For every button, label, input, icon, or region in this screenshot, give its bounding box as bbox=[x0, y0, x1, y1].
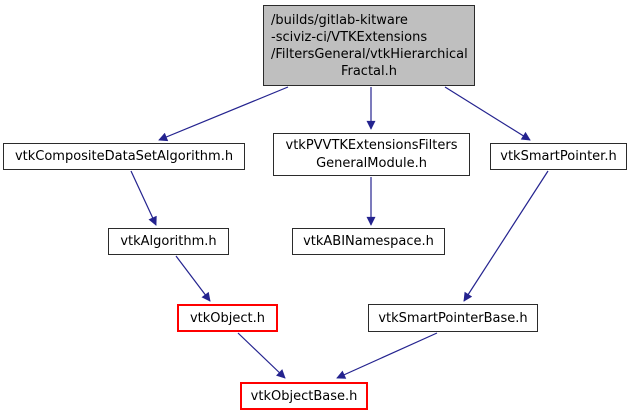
node-main-label-line: Fractal.h bbox=[340, 64, 398, 79]
edge-algorithm-to-object bbox=[175, 255, 211, 302]
node-smart-pointer[interactable]: vtkSmartPointer.h bbox=[490, 143, 627, 170]
node-main-header-file: /builds/gitlab-kitware -sciviz-ci/VTKExt… bbox=[263, 5, 475, 86]
node-label: vtkObject.h bbox=[189, 310, 266, 326]
node-pv-vtk-extensions-filters-general-module[interactable]: vtkPVVTKExtensionsFilters GeneralModule.… bbox=[273, 133, 470, 176]
node-label: vtkABINamespace.h bbox=[303, 234, 434, 249]
node-main-label-line: -sciviz-ci/VTKExtensions bbox=[271, 30, 428, 45]
node-label: vtkSmartPointer.h bbox=[500, 149, 617, 164]
edge-smartpointer-to-smartpointerbase bbox=[463, 170, 549, 302]
node-object[interactable]: vtkObject.h bbox=[177, 304, 278, 332]
node-label: vtkAlgorithm.h bbox=[120, 234, 217, 249]
node-composite-data-set-algorithm[interactable]: vtkCompositeDataSetAlgorithm.h bbox=[3, 143, 245, 170]
edge-main-to-smartpointer bbox=[444, 86, 531, 141]
node-object-base[interactable]: vtkObjectBase.h bbox=[240, 382, 368, 410]
node-label: vtkObjectBase.h bbox=[250, 388, 358, 404]
node-label: vtkCompositeDataSetAlgorithm.h bbox=[14, 149, 234, 164]
node-smart-pointer-base[interactable]: vtkSmartPointerBase.h bbox=[368, 304, 538, 332]
node-main-label-line: /FiltersGeneral/vtkHierarchical bbox=[271, 47, 468, 62]
node-label: vtkPVVTKExtensionsFilters bbox=[285, 137, 458, 153]
edge-object-to-objectbase bbox=[237, 332, 286, 379]
edge-main-to-composite bbox=[158, 86, 289, 142]
node-main-label-line: /builds/gitlab-kitware bbox=[271, 13, 408, 28]
edge-composite-to-algorithm bbox=[130, 170, 157, 226]
node-label: vtkSmartPointerBase.h bbox=[378, 310, 528, 326]
node-abi-namespace[interactable]: vtkABINamespace.h bbox=[292, 228, 445, 255]
edge-smartpointerbase-to-objectbase bbox=[336, 332, 438, 379]
node-label: GeneralModule.h bbox=[316, 155, 427, 171]
node-algorithm[interactable]: vtkAlgorithm.h bbox=[108, 228, 229, 255]
